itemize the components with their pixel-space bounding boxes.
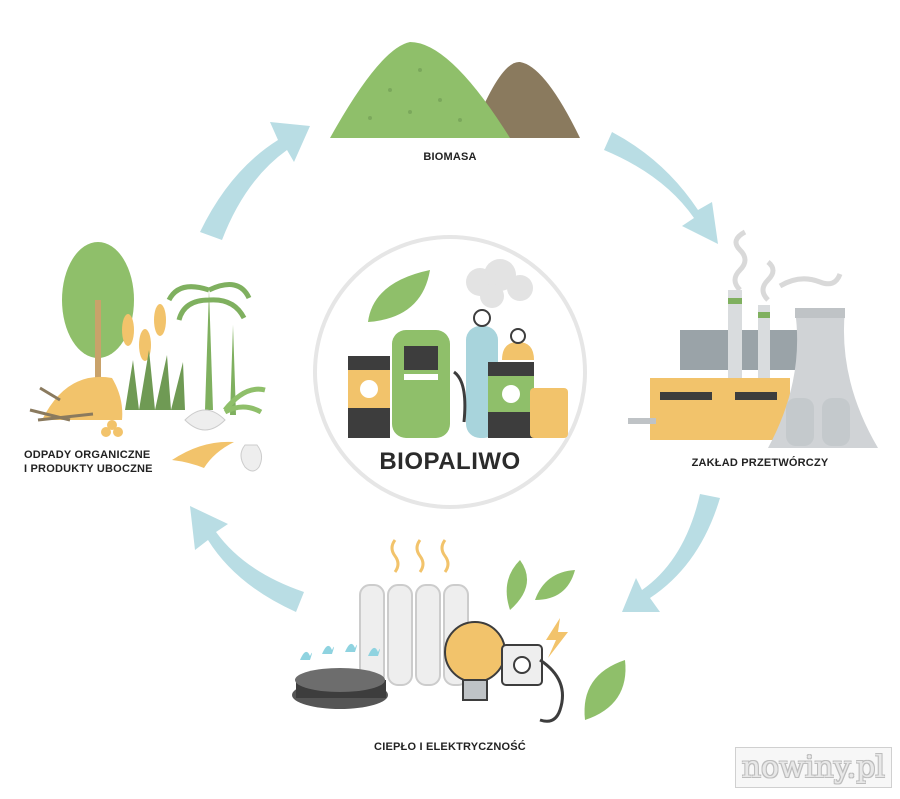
heat-waves xyxy=(390,539,450,573)
plant-illustration xyxy=(628,229,878,448)
leaf-3 xyxy=(584,660,626,720)
silo-2 xyxy=(822,398,850,446)
apple-core xyxy=(240,444,263,472)
watermark-logo: nowiny.pl xyxy=(734,747,892,788)
radish xyxy=(184,409,226,431)
branches xyxy=(29,386,94,422)
label-biomass: BIOMASA xyxy=(423,151,477,163)
label-waste: ODPADY ORGANICZNE I PRODUKTY UBOCZNE xyxy=(24,448,184,476)
grass xyxy=(125,350,185,410)
chimney-2 xyxy=(758,305,770,380)
gas-flames xyxy=(300,643,380,660)
jerry-can xyxy=(530,388,568,438)
label-plant: ZAKŁAD PRZETWÓRCZY xyxy=(691,457,829,469)
energy-illustration xyxy=(292,539,626,723)
label-waste-line2: I PRODUKTY UBOCZNE xyxy=(24,463,153,475)
arrow-bottom-right xyxy=(622,494,720,612)
arrow-top-left xyxy=(200,122,310,240)
gas-tank xyxy=(502,342,534,360)
lightning-icon xyxy=(546,618,568,658)
leaf-2 xyxy=(535,570,575,600)
smoke-3 xyxy=(778,273,843,289)
waste-illustration xyxy=(29,242,266,472)
center-title: BIOPALIWO xyxy=(379,448,521,475)
leaf-1 xyxy=(506,560,528,610)
center-leaf xyxy=(368,270,430,322)
biofuel-illustration xyxy=(348,259,568,438)
cable xyxy=(539,658,564,723)
silo-1 xyxy=(786,398,814,446)
label-waste-line1: ODPADY ORGANICZNE xyxy=(24,449,151,461)
plant-building xyxy=(650,378,790,440)
light-bulb xyxy=(444,621,506,683)
smoke-1 xyxy=(732,229,748,292)
label-energy: CIEPŁO I ELEKTRYCZNOŚĆ xyxy=(374,741,526,753)
arrow-top-right xyxy=(604,132,718,244)
hay-pile xyxy=(42,376,123,420)
chimney-1 xyxy=(728,290,742,380)
biomass-illustration xyxy=(330,42,580,138)
center-smoke xyxy=(466,259,533,308)
arrow-bottom-left xyxy=(190,506,304,612)
sugar-cane xyxy=(205,290,213,410)
wheat xyxy=(122,304,166,361)
biomass-hill-green xyxy=(330,42,510,138)
smoke-2 xyxy=(760,260,776,302)
banana-peel xyxy=(172,441,234,468)
